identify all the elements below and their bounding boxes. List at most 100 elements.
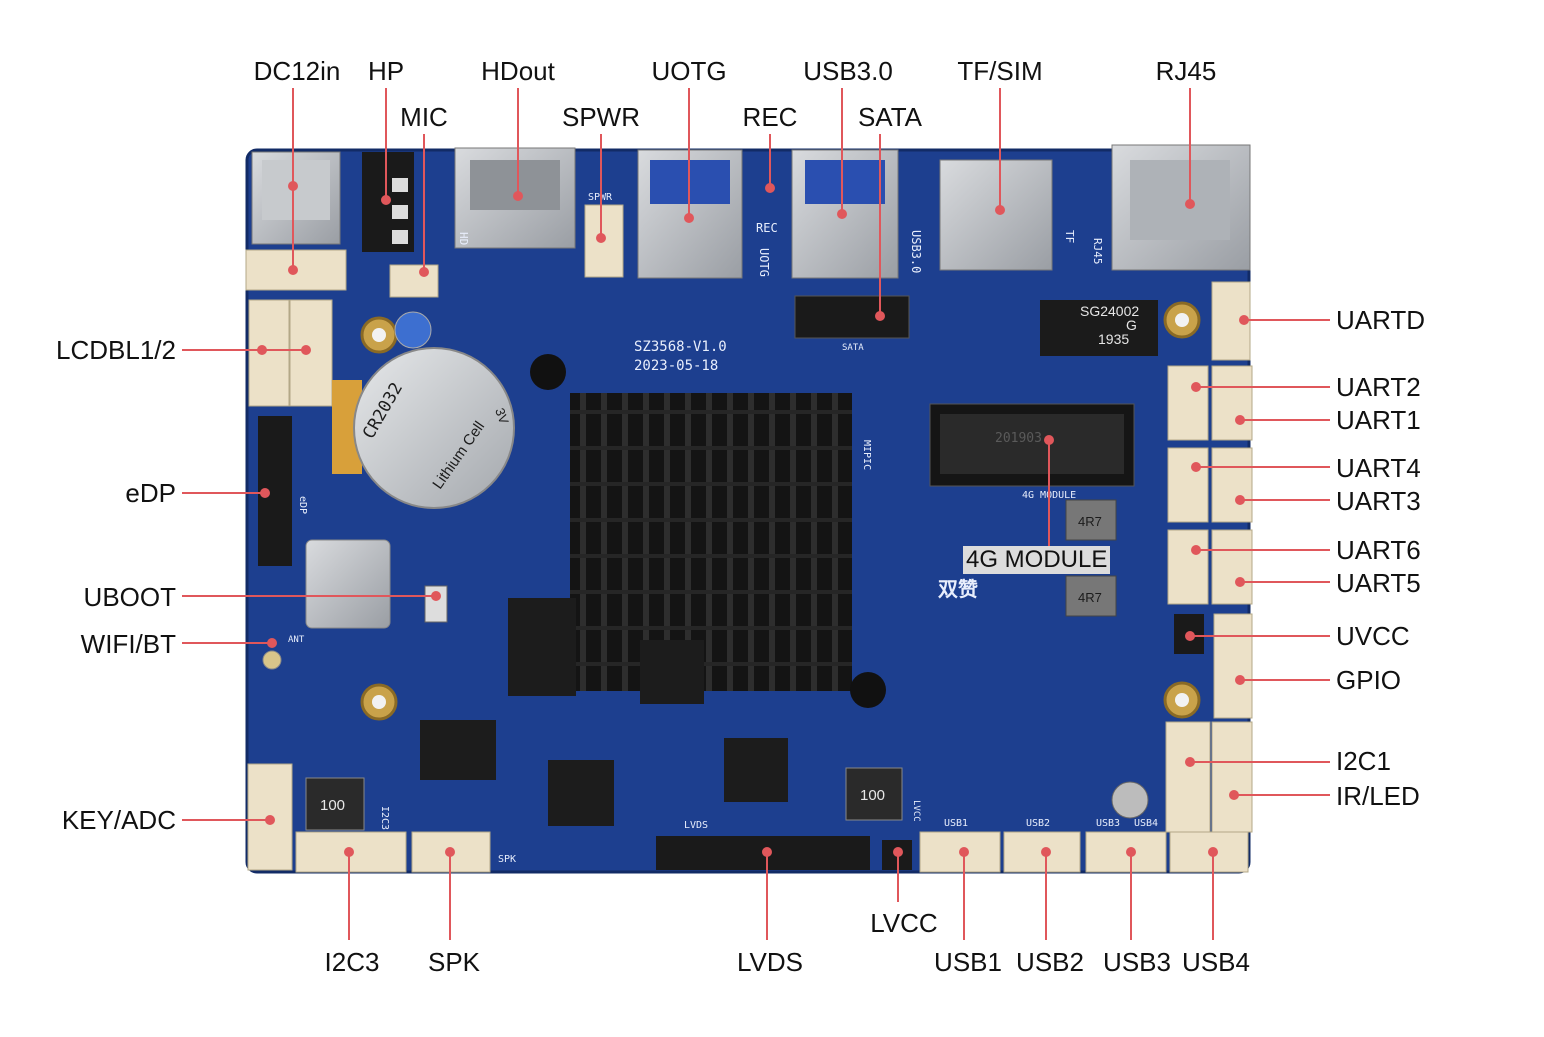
lvds-chip [724, 738, 788, 802]
label-mic: MIC [400, 102, 448, 132]
uart-connectors [1165, 281, 1253, 833]
heatsink-fin [706, 393, 712, 691]
label-sata: SATA [857, 102, 923, 132]
heatsink-fin [832, 393, 838, 691]
label-uart1: UART1 [1336, 405, 1421, 435]
label-spk: SPK [427, 947, 481, 977]
leader-dot [995, 205, 1005, 215]
heatsink-fin [601, 393, 607, 691]
lcdbl-connectors [248, 299, 333, 407]
silk-usb30: USB3.0 [909, 230, 923, 273]
heatsink-fin [769, 393, 775, 691]
label-uart5: UART5 [1336, 568, 1421, 598]
leader-dot [1041, 847, 1051, 857]
leader-dot [1185, 757, 1195, 767]
silk-usb4: USB4 [1134, 818, 1158, 829]
silk-usb3: USB3 [1096, 818, 1120, 829]
leader-dot [837, 209, 847, 219]
hdmi-port [454, 147, 576, 249]
heatsink-fin [727, 393, 733, 691]
leader-dot [875, 311, 885, 321]
leader-dot [288, 181, 298, 191]
label-rj45: RJ45 [1155, 56, 1217, 86]
label-usb3: USB3 [1103, 947, 1171, 977]
leader-dot [445, 847, 455, 857]
heatsink-fin [622, 393, 628, 691]
label-spwr: SPWR [562, 102, 640, 132]
label-edp: eDP [125, 478, 176, 508]
silk-spk: SPK [498, 854, 516, 865]
leader-dot [1191, 545, 1201, 555]
label-ir-led: IR/LED [1336, 781, 1420, 811]
audio-chip [548, 760, 614, 826]
silk-mipic: MIPIC [861, 440, 872, 470]
battery-voltage: 3V [492, 406, 512, 426]
heatsink-fin [664, 393, 670, 691]
label-rec: REC [742, 102, 798, 132]
label-uart3: UART3 [1336, 486, 1421, 516]
leader-dot [1191, 382, 1201, 392]
leader-dot [265, 815, 275, 825]
heatsink-fin [748, 393, 754, 691]
memory-chip-2 [640, 640, 704, 704]
label-tf-sim: TF/SIM [957, 56, 1043, 86]
brand-logo: 双赞 [938, 577, 978, 601]
leader-dot [1239, 315, 1249, 325]
ic-chip [420, 720, 496, 780]
heatsink-fin [580, 393, 586, 691]
leader-dot [431, 591, 441, 601]
ethernet-transformer [1040, 300, 1158, 356]
silk-lvds: LVDS [684, 820, 708, 831]
leader-dot [288, 265, 298, 275]
leader-dot [762, 847, 772, 857]
heatsink-groove [570, 662, 852, 666]
label-hdout: HDout [481, 56, 555, 86]
label-uart2: UART2 [1336, 372, 1421, 402]
leader-dot [1208, 847, 1218, 857]
heatsink-groove [570, 590, 852, 594]
label-usb30: USB3.0 [803, 56, 893, 86]
memory-chip [508, 598, 576, 696]
leader-dot [267, 638, 277, 648]
leader-dot [301, 345, 311, 355]
heatsink-fin [685, 393, 691, 691]
ir-receiver [1111, 781, 1149, 819]
silk-edp: eDP [297, 496, 308, 514]
heatsink-groove [570, 410, 852, 414]
coil-1 [305, 777, 365, 831]
label-usb1: USB1 [934, 947, 1002, 977]
leader-dot [596, 233, 606, 243]
silk-lvcc: LVCC [911, 800, 921, 822]
leader-dot [1044, 435, 1054, 445]
label-uart6: UART6 [1336, 535, 1421, 565]
inductor-2-label: 4R7 [1078, 590, 1102, 605]
capacitor [394, 311, 432, 349]
rj45-port [1111, 144, 1251, 271]
leader-dot [1235, 577, 1245, 587]
coil-2-label: 100 [860, 787, 885, 804]
silk-uotg: UOTG [757, 248, 771, 277]
sata-connector [794, 295, 910, 339]
leader-dot [1235, 675, 1245, 685]
inductor-1 [1065, 499, 1117, 541]
label-dc12in: DC12in [253, 56, 341, 86]
coin-battery [332, 347, 515, 509]
antenna-connector [262, 650, 282, 670]
heatsink-groove [570, 482, 852, 486]
eth-chip-suffix: G [1126, 317, 1137, 333]
label-lvcc: LVCC [870, 908, 938, 938]
silk-usb2: USB2 [1026, 818, 1050, 829]
wifi-module [305, 539, 391, 629]
silk-rec: REC [756, 221, 778, 235]
label-wifi-bt: WIFI/BT [80, 629, 176, 659]
heatsink-groove [570, 518, 852, 522]
coil-2 [845, 767, 903, 821]
silk-ant: ANT [288, 635, 305, 645]
label-i2c1: I2C1 [1336, 746, 1391, 776]
tf-sim-slot [939, 159, 1053, 271]
heatsink-fin [811, 393, 817, 691]
leader-dot [513, 191, 523, 201]
label-uart4: UART4 [1336, 453, 1421, 483]
inductor-1-label: 4R7 [1078, 514, 1102, 529]
